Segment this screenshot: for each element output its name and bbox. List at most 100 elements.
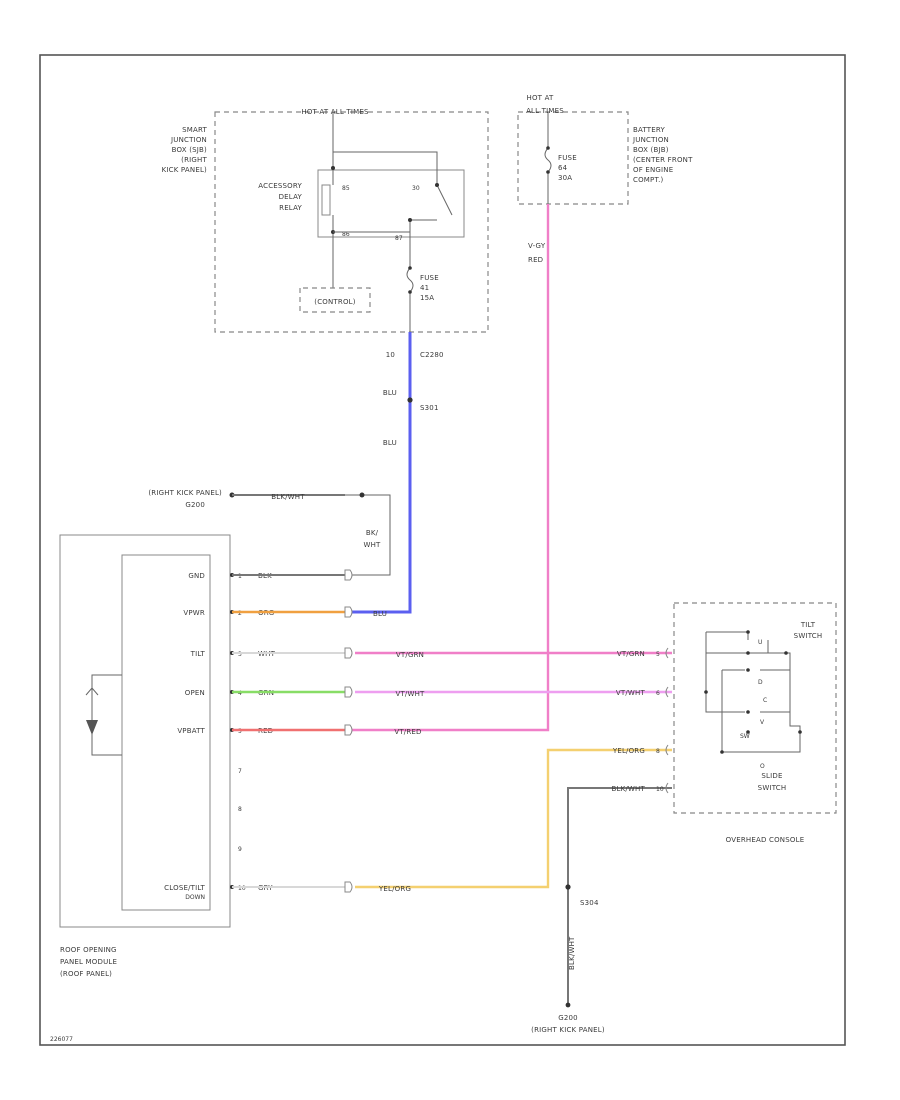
svg-text:(RIGHT KICK PANEL): (RIGHT KICK PANEL) xyxy=(531,1026,605,1034)
console-name: OVERHEAD CONSOLE xyxy=(726,836,805,844)
svg-text:RELAY: RELAY xyxy=(279,204,302,212)
harness-vt-wht-label: VT/WHT xyxy=(395,690,425,698)
svg-text:JUNCTION: JUNCTION xyxy=(632,136,669,144)
svg-text:ALL TIMES: ALL TIMES xyxy=(526,107,564,115)
sw-label-o: O xyxy=(760,763,765,770)
pin-label: VPWR xyxy=(183,609,205,617)
sw-label-c: C xyxy=(763,697,767,704)
ground-top-run xyxy=(345,494,391,576)
pin-label: TILT xyxy=(190,650,206,658)
module-pin-row: 9 xyxy=(238,846,242,853)
footer-code: 226077 xyxy=(50,1036,73,1043)
fuse41-label: FUSE 41 15A xyxy=(420,274,439,302)
s301-label: S301 xyxy=(420,404,439,412)
svg-text:(RIGHT: (RIGHT xyxy=(181,156,207,164)
svg-text:64: 64 xyxy=(558,164,568,172)
module-outer xyxy=(59,534,231,928)
svg-text:FUSE: FUSE xyxy=(558,154,577,162)
svg-text:(RIGHT KICK PANEL): (RIGHT KICK PANEL) xyxy=(148,489,222,497)
bjb-location-label: BATTERY JUNCTION BOX (BJB) (CENTER FRONT… xyxy=(632,126,693,184)
svg-text:G200: G200 xyxy=(185,501,205,509)
console-connector xyxy=(665,647,669,659)
svg-text:HOT AT: HOT AT xyxy=(527,94,555,102)
svg-text:WHT: WHT xyxy=(363,541,381,549)
harness-vt-grn-label: VT/GRN xyxy=(396,651,424,659)
bjb-dashed-box xyxy=(517,111,629,205)
c2280-label: C2280 xyxy=(420,351,444,359)
svg-text:G200: G200 xyxy=(558,1014,578,1022)
pin-number: 2 xyxy=(238,610,242,617)
console-input-wire: VT/WHT xyxy=(616,689,646,697)
svg-text:41: 41 xyxy=(420,284,429,292)
console-input-wire: VT/GRN xyxy=(617,650,645,658)
svg-text:30A: 30A xyxy=(558,174,572,182)
svg-text:SWITCH: SWITCH xyxy=(794,632,823,640)
harness-blu-label: BLU xyxy=(373,610,387,618)
pin-30: 30 xyxy=(412,185,420,192)
pin-label: OPEN xyxy=(185,689,205,697)
pin-number: 7 xyxy=(238,768,242,775)
svg-text:ROOF OPENING: ROOF OPENING xyxy=(60,946,117,954)
s304-splice xyxy=(565,884,571,890)
pin-sub-label: DOWN xyxy=(185,894,205,901)
svg-text:RED: RED xyxy=(528,256,543,264)
wire-blk-wht-console xyxy=(567,787,672,1005)
motor-icon xyxy=(85,674,122,756)
sw-label-u: U xyxy=(758,639,762,646)
console-connector xyxy=(665,744,669,756)
fuse64-label: FUSE 64 30A xyxy=(558,154,577,182)
svg-text:ACCESSORY: ACCESSORY xyxy=(258,182,302,190)
inline-connector xyxy=(344,686,353,698)
blu-label-2: BLU xyxy=(383,439,397,447)
pin-label: VPBATT xyxy=(177,727,205,735)
bjb-hot-label: HOT AT ALL TIMES xyxy=(526,94,564,115)
svg-text:JUNCTION: JUNCTION xyxy=(170,136,207,144)
tilt-switch-label: TILT SWITCH xyxy=(794,621,823,640)
inline-connector xyxy=(344,647,353,659)
inline-connector xyxy=(344,724,353,736)
pin-number: 10 xyxy=(238,885,246,892)
harness-vt-red-label: VT/RED xyxy=(394,728,421,736)
module-name: ROOF OPENING PANEL MODULE (ROOF PANEL) xyxy=(60,946,117,978)
slide-switch-label: SLIDE SWITCH xyxy=(758,772,786,792)
harness-yel-org-label: YEL/ORG xyxy=(378,885,411,893)
pin-number: 5 xyxy=(238,728,242,735)
sw-label-v: V xyxy=(760,719,765,726)
pin-number: 1 xyxy=(238,573,242,580)
svg-text:PANEL MODULE: PANEL MODULE xyxy=(60,958,117,966)
console-connector xyxy=(665,686,669,698)
relay-feed-line xyxy=(332,112,438,168)
ground-bottom-dot xyxy=(565,1002,571,1008)
bk-wht-label: BK/ WHT xyxy=(363,529,381,549)
ground-bottom-location: G200 (RIGHT KICK PANEL) xyxy=(531,1014,605,1034)
svg-text:BOX (BJB): BOX (BJB) xyxy=(633,146,669,154)
vt-red-label: V-GY RED xyxy=(528,242,546,264)
svg-text:OF ENGINE: OF ENGINE xyxy=(633,166,673,174)
inline-connector xyxy=(344,881,353,893)
svg-text:BOX (SJB): BOX (SJB) xyxy=(172,146,207,154)
pin-85: 85 xyxy=(342,185,350,192)
console-input-pin: 8 xyxy=(656,748,660,755)
svg-text:DELAY: DELAY xyxy=(279,193,303,201)
sw-label-d: D xyxy=(758,679,763,686)
pin-number: 8 xyxy=(238,806,242,813)
wire-vt-red xyxy=(350,204,550,732)
ground-bottom-wire-label: BLK/WHT xyxy=(568,936,576,970)
diagram-frame xyxy=(39,54,846,1046)
sjb-dashed-box xyxy=(214,111,489,333)
console-input-pin: 5 xyxy=(656,651,660,658)
inline-connector xyxy=(344,569,353,581)
fuse41-symbol xyxy=(406,267,414,293)
blu-label-1: BLU xyxy=(383,389,397,397)
svg-text:SMART: SMART xyxy=(182,126,207,134)
console-input-wire: BLK/WHT xyxy=(611,785,645,793)
module-pin-row: 8 xyxy=(238,806,242,813)
svg-text:15A: 15A xyxy=(420,294,434,302)
pin-87: 87 xyxy=(395,235,403,242)
svg-text:BATTERY: BATTERY xyxy=(633,126,666,134)
pin-label: CLOSE/TILT xyxy=(164,884,205,892)
relay-coil xyxy=(321,184,331,216)
pin-number: 4 xyxy=(238,690,242,697)
ground-top-wire-label: BLK/WHT xyxy=(271,493,305,501)
control-label: (CONTROL) xyxy=(314,298,356,306)
